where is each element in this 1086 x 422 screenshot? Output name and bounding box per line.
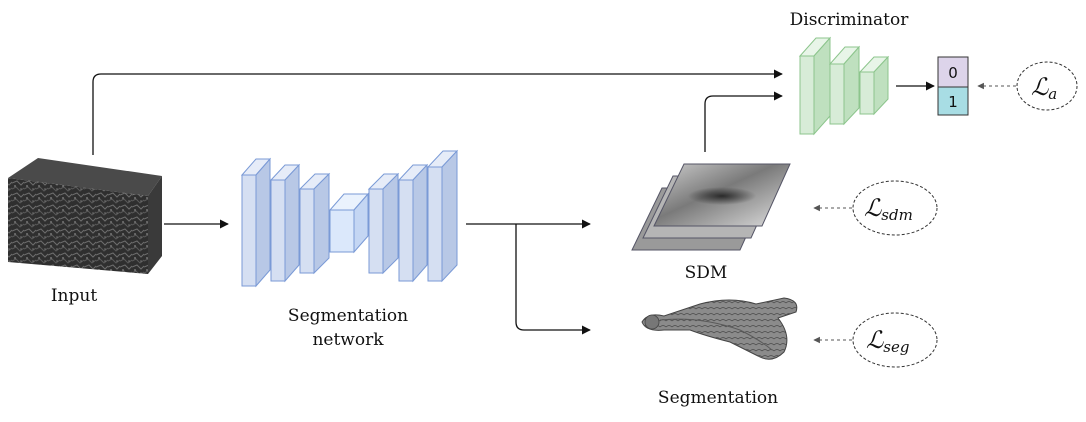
decoder-layer-2 <box>397 163 429 283</box>
loss-a-symbol: ℒ <box>1031 73 1049 101</box>
discriminator-layer-2 <box>828 45 861 126</box>
encoder-layer-1 <box>240 157 272 288</box>
output-label-0: 0 <box>948 64 958 82</box>
encoder-layer-2 <box>269 163 301 283</box>
arrow-sdm-to-discriminator <box>704 91 783 152</box>
sdm-dark-region <box>684 187 760 207</box>
loss-seg: ℒseg <box>813 312 938 368</box>
loss-seg-subscript: seg <box>883 338 909 356</box>
loss-sdm-ellipse <box>852 180 938 236</box>
discriminator-label: Discriminator <box>790 10 910 30</box>
output-label-1: 1 <box>948 93 958 111</box>
segmentation-mesh <box>641 297 798 360</box>
input-cube-front <box>8 178 148 274</box>
segmentation-label: Segmentation <box>658 388 778 408</box>
output-box-1 <box>937 86 969 116</box>
loss-seg-ellipse <box>852 312 938 368</box>
discriminator-layer-3 <box>858 55 890 116</box>
input-volume <box>8 158 162 274</box>
sdm-label: SDM <box>685 263 728 283</box>
svg-text:ℒsdm: ℒsdm <box>864 194 913 224</box>
loss-sdm: ℒsdm <box>813 180 938 236</box>
svg-text:ℒa: ℒa <box>1031 73 1057 103</box>
output-box-0 <box>937 56 969 88</box>
encoder-layer-3 <box>298 172 331 275</box>
decoder-layer-3 <box>426 149 459 283</box>
bottleneck-layer <box>328 192 370 254</box>
loss-sdm-subscript: sdm <box>881 206 913 224</box>
discriminator-layer-1 <box>798 36 832 136</box>
discriminator <box>798 36 890 136</box>
loss-sdm-symbol: ℒ <box>864 194 882 222</box>
svg-text:ℒseg: ℒseg <box>866 326 909 356</box>
input-cube-top <box>8 158 162 196</box>
loss-seg-symbol: ℒ <box>866 326 884 354</box>
loss-a-subscript: a <box>1048 85 1057 103</box>
loss-adversarial: ℒa <box>977 61 1078 111</box>
discriminator-output: 0 1 <box>937 56 969 116</box>
segmentation-network <box>240 149 459 288</box>
input-label: Input <box>51 286 97 306</box>
decoder-layer-1 <box>367 172 400 275</box>
input-cube-side <box>148 176 162 274</box>
arrow-network-to-segmentation <box>515 224 591 335</box>
segmentation-network-label-line1: Segmentation <box>288 306 408 326</box>
segmentation-network-label-line2: network <box>312 330 384 350</box>
loss-a-ellipse <box>1016 61 1078 111</box>
sdm-stack <box>631 163 791 251</box>
arrow-input-to-discriminator <box>92 69 783 155</box>
